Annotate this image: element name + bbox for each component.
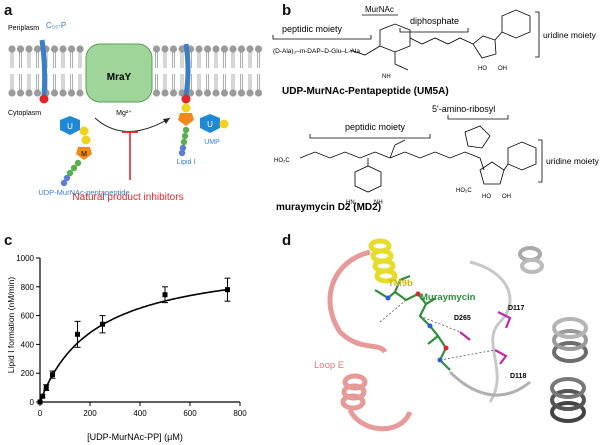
lipid-bilayer [8,45,263,97]
lipid-i-chain [178,126,190,157]
ump-u-bead [200,114,220,133]
d118-label: D118 [510,373,526,380]
periplasm-label: Periplasm [8,25,39,32]
md2-title: muraymycin D2 (MD2) [276,202,381,213]
data-point [75,331,80,337]
x-tick-label: 400 [133,409,147,418]
lipid-i-tail [183,43,191,96]
c55p-lipid [39,39,48,96]
fit-curve [39,288,228,403]
c55p-label: C₅₅-P [46,21,66,30]
x-tick-label: 0 [38,409,43,418]
panel-b-letter: b [282,2,292,19]
d117-residue [497,311,512,329]
d118-residue [494,349,508,365]
uridine-label-1: uridine moiety [543,30,597,40]
x-tick-label: 200 [83,409,97,418]
cytoplasm-label: Cytoplasm [8,110,41,117]
crystal-structure: TM9b Muraymycin Loop E D117 D265 D118 [314,238,588,432]
mg-label: Mg²⁺ [116,110,132,117]
um5a-acetyl: NH [382,74,391,80]
membrane-diagram: MraY C₅₅-P Lipid I U M UDP-MurNAc-pentap… [8,21,263,203]
muraymycin-ligand [374,274,451,371]
svg-text:OH: OH [502,194,511,200]
md2-skeleton [299,125,537,193]
svg-text:HO: HO [482,194,491,200]
x-tick-label: 600 [183,409,197,418]
chart-xlabel: [UDP-MurNAc-PP] (μM) [87,432,183,442]
um5a-skeleton [349,9,531,71]
um5a-title: UDP-MurNAc-Pentapeptide (UM5A) [282,86,449,97]
diphosphate-label: diphosphate [410,16,459,26]
svg-text:NH: NH [374,200,383,206]
substrate-glyph: U M [60,116,92,187]
aminoribosyl-label: 5'-amino-ribosyl [432,104,495,114]
ump-label: UMP [204,139,220,146]
muraymycin-label: Muraymycin [420,292,476,303]
ump-p-bead [219,119,229,129]
lipid-i-murnac-bead [178,113,194,126]
uridine-label-2: uridine moiety [546,156,600,166]
svg-text:HO: HO [478,66,487,72]
lipid-i-label: Lipid I [177,159,196,166]
ligand-atoms [385,291,449,363]
x-tick-label: 800 [233,409,247,418]
mray-protein [85,43,153,103]
tm9b-label: TM9b [388,278,413,289]
hydrogen-bonds [379,299,496,361]
svg-text:M: M [81,151,87,158]
data-point [37,399,43,405]
data-point [50,372,55,378]
peptidic-moiety-label-1: peptidic moiety [282,24,343,34]
inhibitors-label: Natural product inhibitors [72,192,183,203]
murnac-label: MurNAc [365,5,394,14]
y-tick-label: 0 [30,398,35,407]
chemical-structures: MurNAc peptidic moiety diphosphate (D-Al… [272,5,600,213]
panel-a-letter: a [4,2,13,19]
reaction-arrow [94,117,171,132]
svg-text:HO₂C: HO₂C [274,158,290,164]
d117-label: D117 [508,305,524,312]
data-point [162,292,168,298]
loop-e-label: Loop E [314,360,344,371]
mray-label: MraY [107,72,132,83]
kinetics-chart: Lipid I formation (nM/min) [UDP-MurNAc-P… [6,254,247,442]
d265-residue [459,331,471,341]
chain-text: (D-Ala)₂–m-DAP–D-Glu–L-Ala [273,48,360,55]
svg-text:HO₂C: HO₂C [456,188,472,194]
phosphate-bead-left [39,94,49,104]
panel-c-letter: c [4,232,13,249]
data-point [225,287,230,293]
panel-d-letter: d [282,232,292,249]
data-point [100,321,105,327]
svg-text:OH: OH [498,66,507,72]
y-tick-label: 1000 [16,254,34,263]
data-point [43,385,49,391]
loop-e [327,249,413,432]
data-point [40,393,45,399]
chart-ylabel: Lipid I formation (nM/min) [6,277,16,374]
peptidic-moiety-label-2: peptidic moiety [345,122,406,132]
substrate-label: UDP-MurNAc-pentapeptide [38,188,129,197]
d265-label: D265 [454,315,471,322]
svg-text:U: U [207,120,213,129]
y-tick-label: 400 [21,340,35,349]
svg-text:U: U [67,122,73,131]
y-tick-label: 800 [21,283,35,292]
svg-text:HN: HN [346,200,355,206]
grey-helices [448,246,588,423]
y-tick-label: 600 [21,312,35,321]
tm9b-helix [368,238,398,284]
y-tick-label: 200 [21,369,35,378]
